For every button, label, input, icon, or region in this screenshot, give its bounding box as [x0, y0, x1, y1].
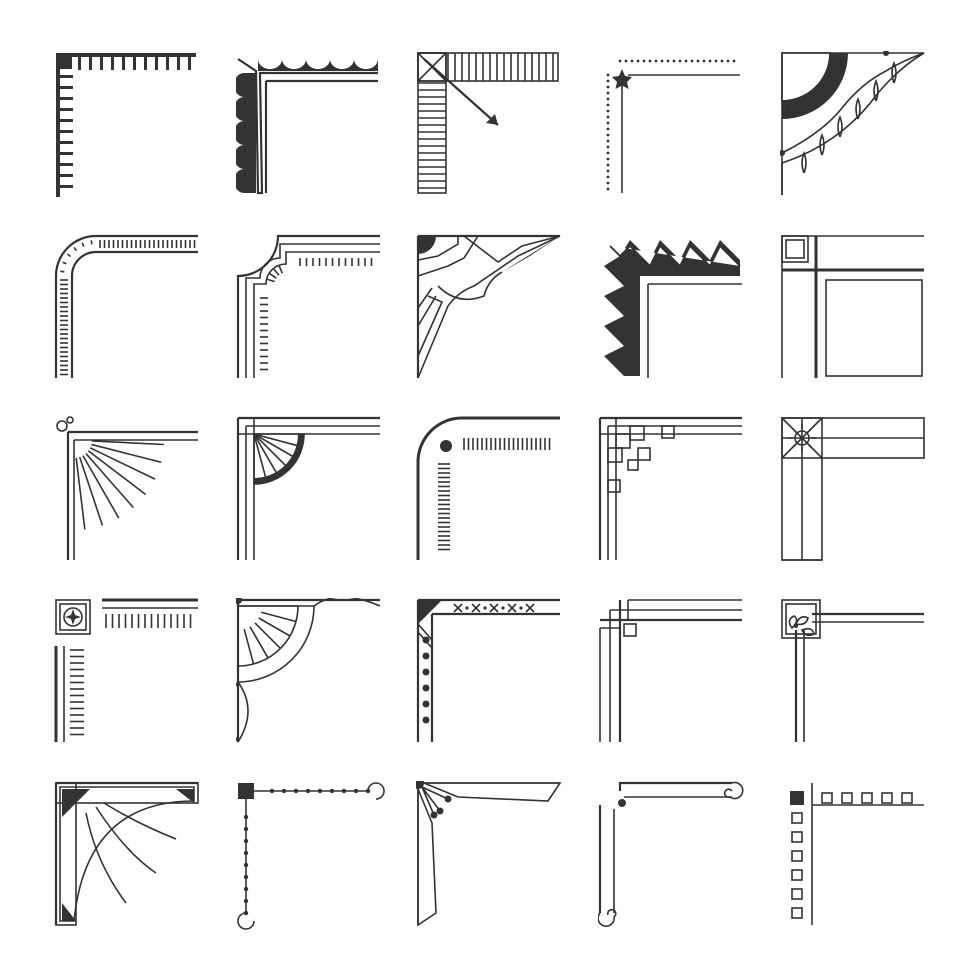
scallop-corner-icon	[236, 51, 416, 231]
notched-ruler-corner-icon	[236, 234, 416, 414]
sun-box-corner-icon	[780, 416, 960, 596]
leaf-box-corner-icon	[780, 598, 960, 778]
square-frame-corner-icon	[780, 234, 960, 414]
rounded-ruler-corner-icon	[54, 234, 234, 414]
sunburst-corner-icon	[54, 416, 234, 596]
star-dotted-corner-icon	[598, 51, 778, 231]
compass-box-corner-icon	[54, 598, 234, 778]
mandala-fan-corner-icon	[780, 51, 960, 231]
offset-square-corner-icon	[598, 598, 778, 778]
stepped-squares-corner-icon	[598, 416, 778, 596]
ruler-tick-corner-icon	[54, 51, 234, 231]
ribbon-flourish-corner-icon	[416, 781, 596, 961]
cross-stitch-dots-corner-icon	[416, 598, 596, 778]
geometric-web-corner-icon	[416, 234, 596, 414]
curved-triangle-corner-icon	[54, 781, 234, 961]
scroll-spiral-corner-icon	[598, 781, 778, 961]
square-chain-corner-icon	[780, 781, 960, 961]
petal-fan-corner-icon	[236, 598, 416, 778]
grid-arrow-corner-icon	[416, 51, 596, 231]
rounded-dot-ruler-corner-icon	[416, 416, 596, 596]
dot-scroll-corner-icon	[236, 781, 416, 961]
zigzag-corner-icon	[598, 234, 778, 414]
fan-corner-icon	[236, 416, 416, 596]
